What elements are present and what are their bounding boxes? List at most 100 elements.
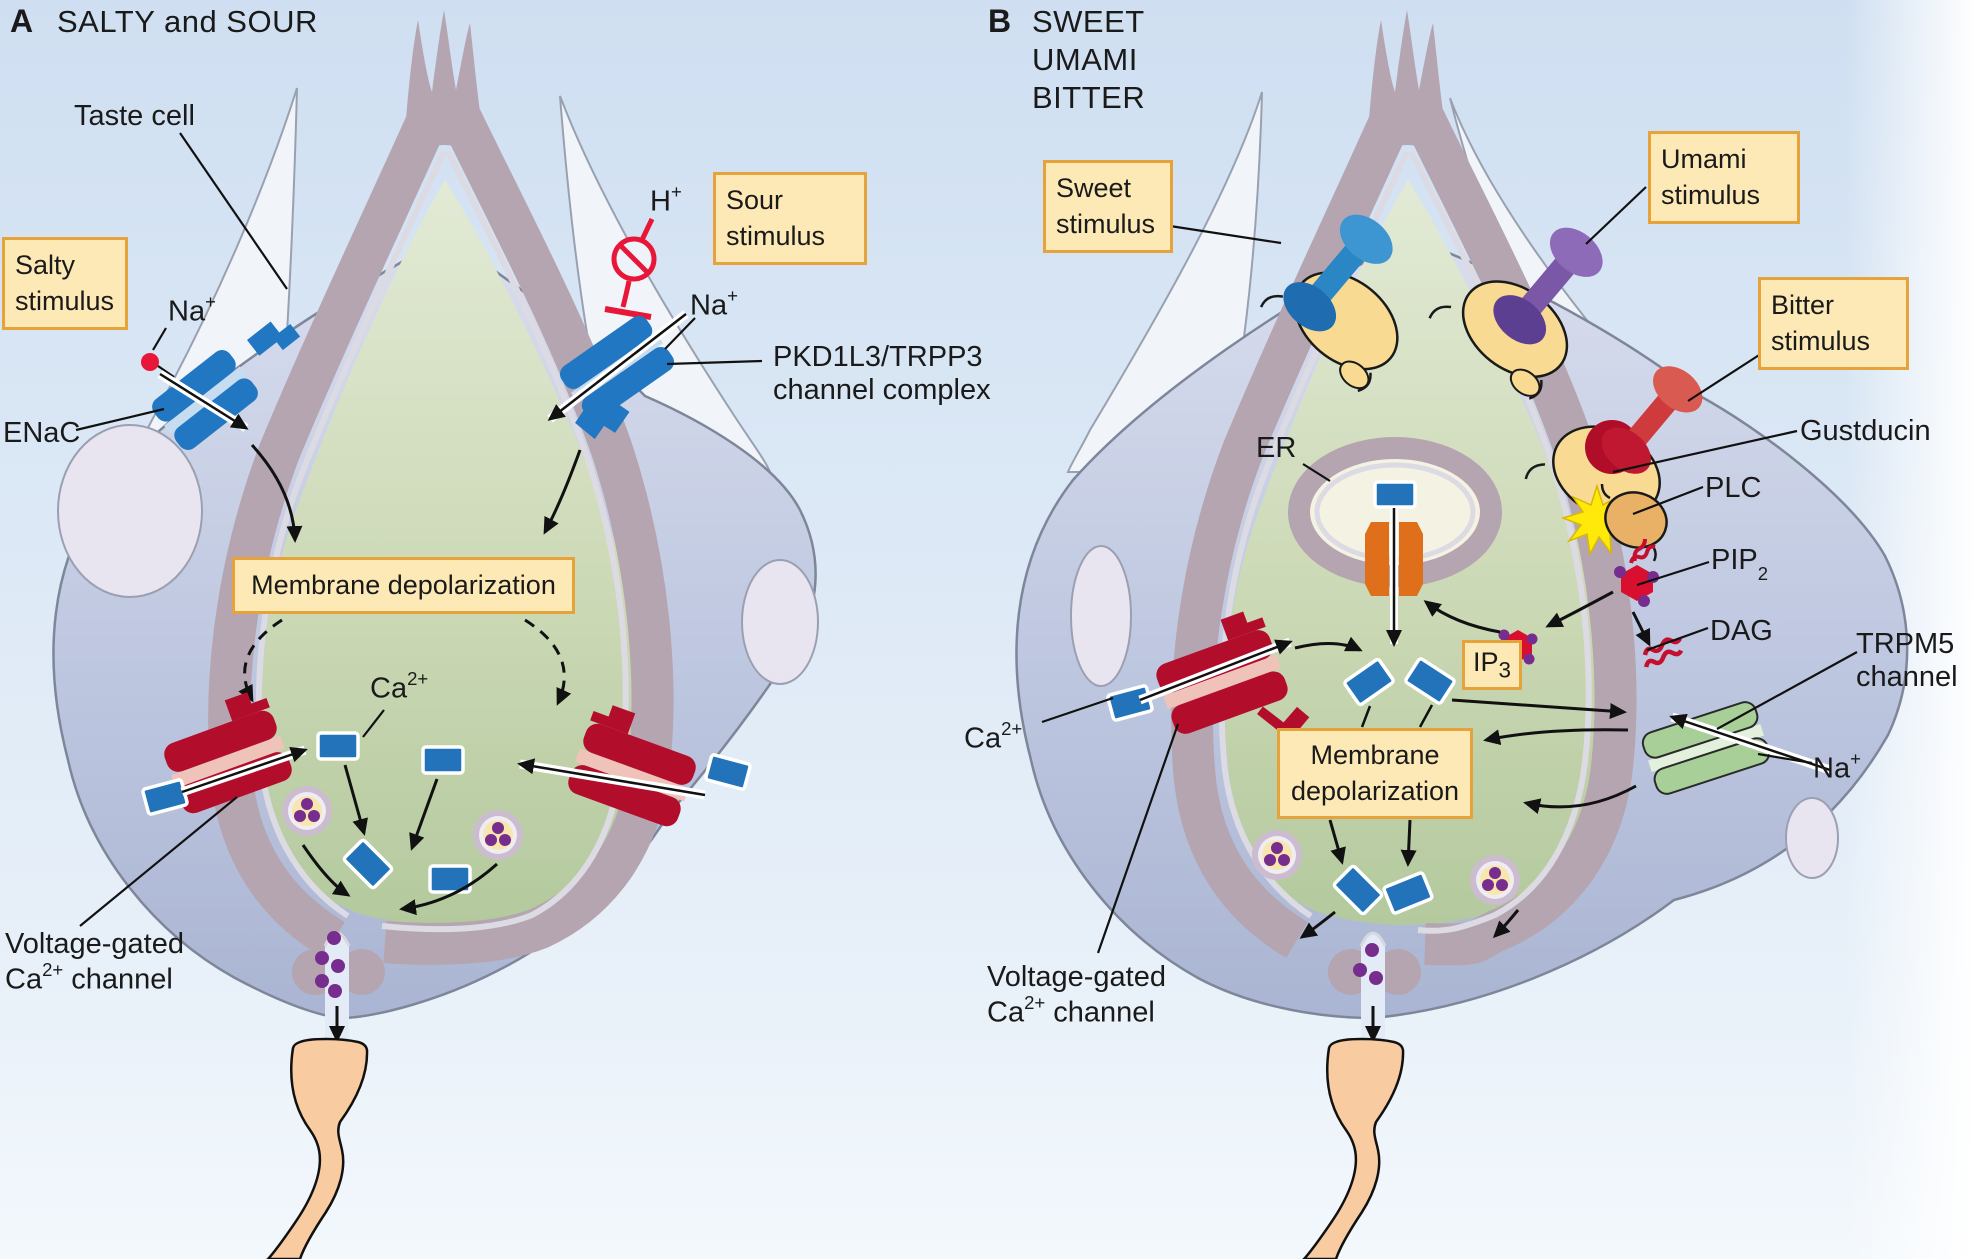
membrane-depolarization-box-a: Membrane depolarization xyxy=(232,557,575,614)
er-organelle xyxy=(1288,437,1502,647)
ip3-receptor-channel xyxy=(1365,522,1423,596)
enac-to-depol-arrow xyxy=(250,443,303,543)
label-gustducin: Gustducin xyxy=(1800,415,1931,447)
label-na-salty: Na+ xyxy=(168,291,216,328)
pkd-flow-arrow xyxy=(547,313,687,421)
salty-dot-pointer xyxy=(157,365,175,378)
sweet-stimulus-box: Sweet stimulus xyxy=(1043,160,1173,254)
enac-gate xyxy=(247,321,301,356)
ca-ion-a-2 xyxy=(421,745,465,775)
pkd-gate xyxy=(575,400,630,440)
label-pip2: PIP2 xyxy=(1711,544,1769,584)
enac-flow-arrow xyxy=(159,372,249,430)
ion-line-b-2 xyxy=(1418,704,1434,728)
pointer-lines-b xyxy=(1041,186,1858,954)
ca-ion-a-3 xyxy=(342,838,394,890)
membrane-depolarization-box-b: Membrane depolarization xyxy=(1277,728,1473,819)
vesicle-b-left xyxy=(1252,830,1302,880)
depol-b-out-right xyxy=(1400,819,1417,867)
vg-right-flow-arrow xyxy=(517,758,706,797)
label-ca-b: Ca2+ xyxy=(964,718,1023,755)
pip2-to-ip3-arrow xyxy=(1545,590,1614,628)
ca-ion-b-mid2 xyxy=(1404,657,1456,705)
label-h-plus: H+ xyxy=(650,181,682,218)
trpm5-feedback-arrow xyxy=(1523,784,1637,814)
sour-stimulus-line2: stimulus xyxy=(726,220,826,251)
trpm5-to-depol-arrow xyxy=(1483,728,1629,746)
ca-ion-a-1 xyxy=(316,731,360,761)
ip3-to-er-arrow xyxy=(1423,600,1501,634)
ip3-box: IP3 xyxy=(1462,640,1523,691)
ca-ion-er xyxy=(1373,480,1417,509)
vesicle-b-right xyxy=(1470,855,1520,905)
ca-ion-a-4 xyxy=(428,864,472,894)
bitter-stimulus-line1: Bitter xyxy=(1771,290,1835,320)
bitter-stimulus-line2: stimulus xyxy=(1771,325,1871,356)
label-pkd-channel: PKD1L3/TRPP3 channel complex xyxy=(773,341,991,407)
organelle-oval-a-left xyxy=(57,424,203,598)
vesicle-a-right xyxy=(473,810,523,860)
ca-ion-b-mid1 xyxy=(1343,657,1395,707)
label-trpm5: TRPM5 channel xyxy=(1856,628,1958,694)
organelle-oval-b-right xyxy=(1785,797,1839,879)
panel-b-letter: B xyxy=(988,3,1012,39)
sweet-stimulus-line2: stimulus xyxy=(1056,208,1156,239)
label-plc: PLC xyxy=(1705,472,1762,504)
microvilli-b xyxy=(1368,10,1446,158)
pointer-lines-a xyxy=(75,132,763,927)
label-ca-a: Ca2+ xyxy=(370,668,429,705)
depol-b-out-left xyxy=(1328,819,1346,865)
label-er: ER xyxy=(1256,432,1297,464)
microvilli-a xyxy=(405,10,483,158)
label-voltage-gated-b: Voltage-gated Ca2+ channel xyxy=(987,961,1166,1029)
organelle-oval-b-left xyxy=(1070,545,1132,687)
panel-a-title: SALTY and SOUR xyxy=(57,4,318,39)
afferent-nerve-b xyxy=(1302,1037,1405,1259)
ion-line-b-1 xyxy=(1360,705,1372,728)
vg-ca-channel-b xyxy=(1156,611,1310,741)
panel-b-mechanisms xyxy=(1041,186,1858,954)
label-na-sour: Na+ xyxy=(690,285,738,322)
sour-stimulus-box: Sour stimulus xyxy=(713,172,867,266)
label-taste-cell: Taste cell xyxy=(74,100,195,132)
organelle-oval-a-right xyxy=(741,559,819,685)
salty-stimulus-line2: stimulus xyxy=(15,285,115,316)
panel-a-mechanisms xyxy=(75,132,763,927)
vesicle-arrow-a-right xyxy=(399,862,499,916)
ca-ion-b-low1 xyxy=(1332,864,1384,916)
depol-dashed-left xyxy=(238,618,283,703)
panel-a-letter: A xyxy=(10,3,34,39)
vesicle-a-left xyxy=(282,786,332,836)
ca-arrow-a-1 xyxy=(343,764,368,836)
label-na-b: Na+ xyxy=(1813,748,1861,785)
salty-stimulus-box: Salty stimulus xyxy=(2,237,128,331)
pip2-to-dag-arrow xyxy=(1631,611,1651,647)
afferent-nerve-a xyxy=(266,1037,369,1259)
label-voltage-gated-a: Voltage-gated Ca2+ channel xyxy=(5,928,184,996)
pkd-to-depol-arrow xyxy=(543,449,582,535)
salty-na-ion-dot xyxy=(141,353,159,371)
panel-b-title: SWEET UMAMI BITTER xyxy=(1032,4,1146,115)
vesicle-arrow-a-left xyxy=(301,844,351,897)
pit-arrow-b-left xyxy=(1299,910,1336,939)
sweet-stimulus-line1: Sweet xyxy=(1056,173,1132,203)
label-dag: DAG xyxy=(1710,615,1773,647)
neurotransmitter-dots-a xyxy=(315,931,345,998)
pit-arrow-b-right xyxy=(1492,909,1520,939)
umami-stimulus-box: Umami stimulus xyxy=(1648,131,1800,225)
sweet-ligand xyxy=(1283,214,1393,332)
neurotransmitter-dots-b xyxy=(1353,943,1383,985)
ions-to-trpm5-arrow xyxy=(1451,698,1627,720)
bitter-ligand xyxy=(1601,366,1703,474)
sour-inhibition-symbol xyxy=(604,217,657,320)
salty-stimulus-line1: Salty xyxy=(15,250,76,280)
sour-stimulus-line1: Sour xyxy=(726,185,784,215)
synaptic-pit-a xyxy=(292,931,385,1050)
panel-a-taste-cell xyxy=(52,10,819,1259)
ca-arrow-a-2 xyxy=(409,778,439,851)
ca-ion-a-outside-right xyxy=(704,753,752,791)
vg-left-flow-arrow xyxy=(181,746,308,794)
ca-ion-b-low2 xyxy=(1382,871,1434,915)
umami-stimulus-line2: stimulus xyxy=(1661,179,1761,210)
